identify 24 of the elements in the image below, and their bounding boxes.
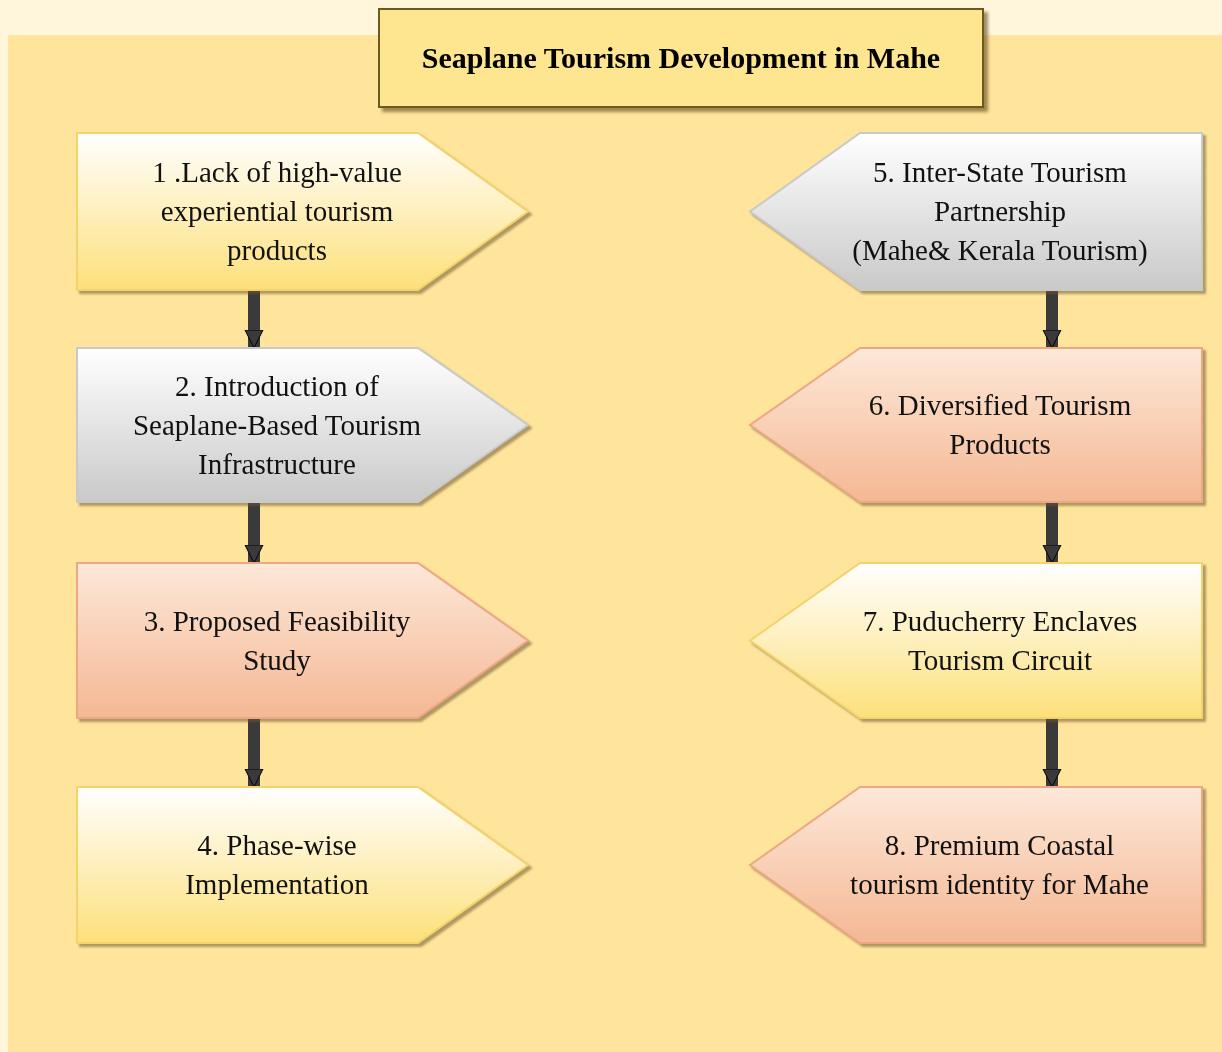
title-text: Seaplane Tourism Development in Mahe (420, 40, 942, 76)
node-text: 1 .Lack of high-value experiential tourism products (151, 155, 403, 268)
arrow (244, 290, 264, 349)
pentagon-arrow-box (77, 348, 528, 502)
pentagon-arrow-box (750, 348, 1202, 502)
node-text: 2. Introduction of Seaplane-Based Tourism Infrastructure (131, 368, 423, 482)
node-text: (Mahe& Kerala Tourism) (852, 233, 1148, 268)
arrow (244, 718, 264, 788)
node-text: 4. Phase-wise Implementation (184, 828, 370, 902)
pentagon-arrow-box (77, 787, 528, 943)
arrow (1042, 290, 1062, 349)
node-text: 8. Premium Coastal tourism identity for Mahe (849, 828, 1150, 902)
arrow (1042, 502, 1062, 564)
pentagon-arrow-box (77, 563, 528, 718)
pentagon-arrow-box (750, 787, 1202, 943)
pentagon-arrow-box (750, 563, 1202, 718)
node-text: 3. Proposed Feasibility Study (142, 603, 412, 678)
arrow (244, 502, 264, 564)
pentagon-arrow-box (77, 133, 528, 290)
node-text: 5. Inter-State Tourism Partnership (872, 155, 1128, 229)
arrow (1042, 718, 1062, 788)
node-text: 6. Diversified Tourism Products (867, 388, 1133, 462)
pentagon-arrow-box (750, 133, 1202, 290)
node-text: 7. Puducherry Enclaves Tourism Circuit (861, 603, 1139, 678)
